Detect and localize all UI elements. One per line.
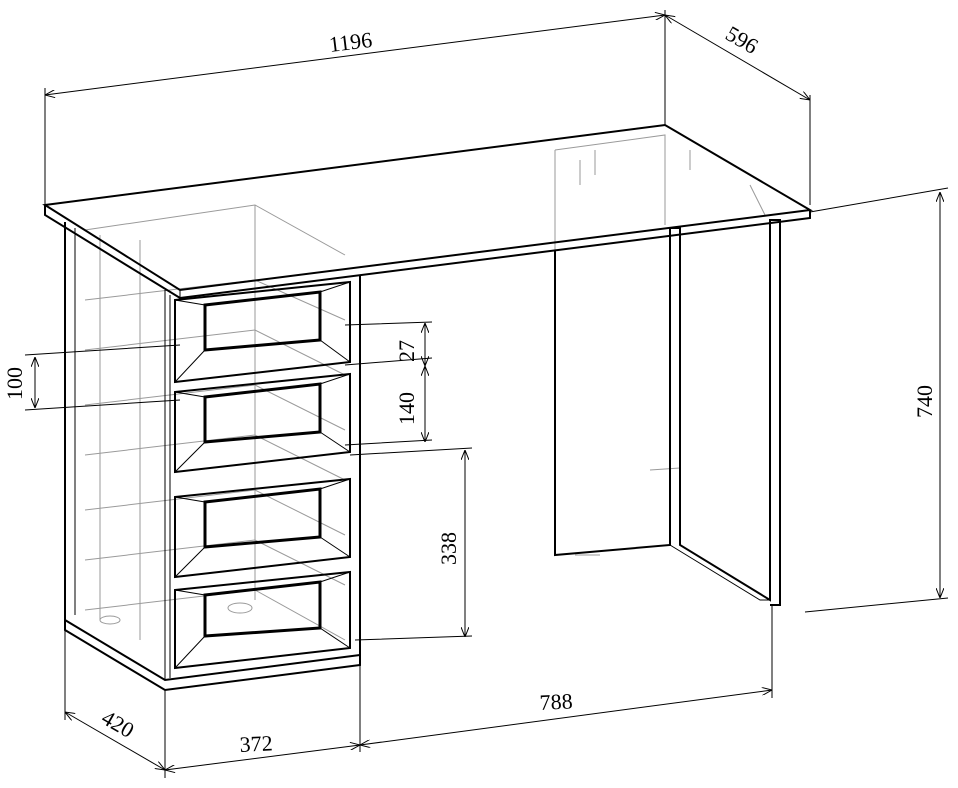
dim-total-width: 1196 (328, 27, 374, 57)
dim-pedestal-width: 372 (239, 730, 273, 757)
dim-drawer-height: 140 (394, 392, 419, 425)
drawer-4 (174, 570, 351, 670)
dim-depth: 596 (722, 21, 763, 59)
drawer-1 (174, 280, 351, 384)
dim-height: 740 (912, 385, 937, 418)
dim-lower-height: 338 (436, 532, 461, 565)
dimension-lines (24, 10, 949, 778)
drawer-3 (174, 477, 351, 579)
dimension-labels: 1196 596 740 100 27 140 338 420 372 788 (2, 21, 937, 757)
dim-knee-space: 788 (539, 688, 573, 715)
drawer-2 (174, 372, 351, 474)
hidden-lines (84, 134, 766, 641)
dim-side-offset: 100 (2, 367, 27, 400)
dim-pedestal-depth: 420 (98, 705, 139, 743)
right-leg (554, 219, 781, 606)
tabletop (42, 123, 814, 300)
drawers (174, 280, 351, 670)
dim-top-gap: 27 (394, 340, 419, 362)
